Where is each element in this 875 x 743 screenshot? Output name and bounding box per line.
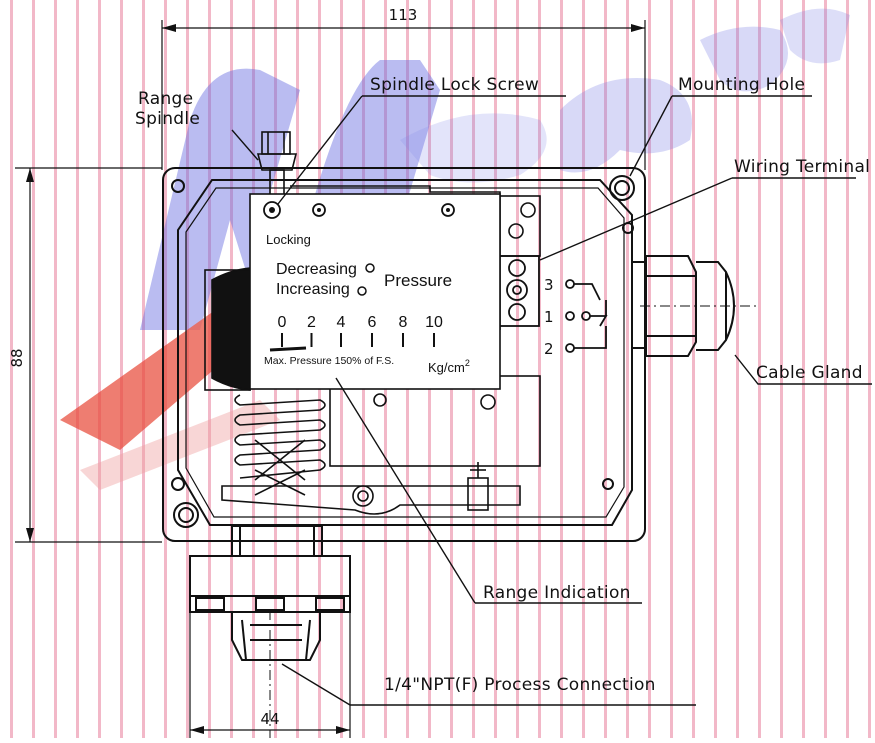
stripe — [758, 0, 761, 738]
stripe — [670, 0, 673, 738]
terminal-1: 1 — [544, 308, 554, 326]
stripe — [54, 0, 57, 738]
stripe — [98, 0, 101, 738]
scale-ticks: 0 2 4 6 8 10 — [278, 314, 443, 347]
plate-max-pressure-note: Max. Pressure 150% of F.S. — [264, 355, 394, 367]
locking-screw-icon — [263, 201, 281, 219]
stripe — [692, 0, 695, 738]
plate-pressure-label: Pressure — [384, 271, 452, 290]
plate-increasing-label: Increasing — [276, 281, 350, 298]
process-connection — [189, 525, 351, 738]
callout-wiring-terminal: Wiring Terminal — [734, 157, 870, 177]
scale-tick-label: 10 — [425, 314, 443, 331]
leader-lines — [231, 95, 872, 706]
stripe — [802, 0, 805, 738]
stripe — [846, 0, 849, 738]
scale-plate: Locking Decreasing Increasing Pressure 0… — [249, 193, 501, 390]
scale-tick-label: 4 — [337, 314, 346, 331]
callout-range-spindle-line2: Spindle — [135, 109, 200, 129]
stripe — [626, 0, 629, 738]
decreasing-indicator-icon — [365, 263, 375, 273]
plate-unit: Kg/cm2 — [428, 358, 470, 375]
cable-gland — [631, 255, 760, 357]
increasing-indicator-icon — [357, 286, 367, 296]
scale-tick-label: 2 — [307, 314, 316, 331]
stripe — [714, 0, 717, 738]
stripe — [648, 0, 651, 738]
dimension-lines — [15, 20, 646, 738]
stripe — [516, 0, 519, 738]
callout-mounting-hole: Mounting Hole — [678, 75, 805, 95]
terminal-3: 3 — [544, 276, 554, 294]
dimension-arrows — [26, 24, 645, 734]
callout-range-indication: Range Indication — [483, 583, 631, 603]
stripe — [604, 0, 607, 738]
callout-process-connection: 1/4"NPT(F) Process Connection — [384, 675, 656, 695]
corner-holes — [171, 175, 635, 528]
dimension-left-height: 88 — [8, 348, 26, 367]
stripe — [824, 0, 827, 738]
stripe — [32, 0, 35, 738]
callout-range-spindle-line1: Range — [138, 89, 193, 109]
scale-tick-label: 0 — [278, 314, 287, 331]
stripe — [736, 0, 739, 738]
callout-cable-gland: Cable Gland — [756, 363, 863, 383]
scale-tick-label: 6 — [368, 314, 377, 331]
plate-locking-label: Locking — [266, 232, 311, 247]
wiring-terminal-block — [496, 255, 608, 353]
stripe — [780, 0, 783, 738]
callout-spindle-lock-screw: Spindle Lock Screw — [370, 75, 539, 95]
plate-decreasing-label: Decreasing — [276, 261, 357, 278]
stripe — [868, 0, 871, 738]
stripe — [10, 0, 13, 738]
stripe — [582, 0, 585, 738]
scale-tick-label: 8 — [399, 314, 408, 331]
stripe — [538, 0, 541, 738]
stripe — [120, 0, 123, 738]
dimension-top-width: 113 — [389, 6, 418, 24]
stripe — [560, 0, 563, 738]
terminal-2: 2 — [544, 340, 554, 358]
stripe — [76, 0, 79, 738]
